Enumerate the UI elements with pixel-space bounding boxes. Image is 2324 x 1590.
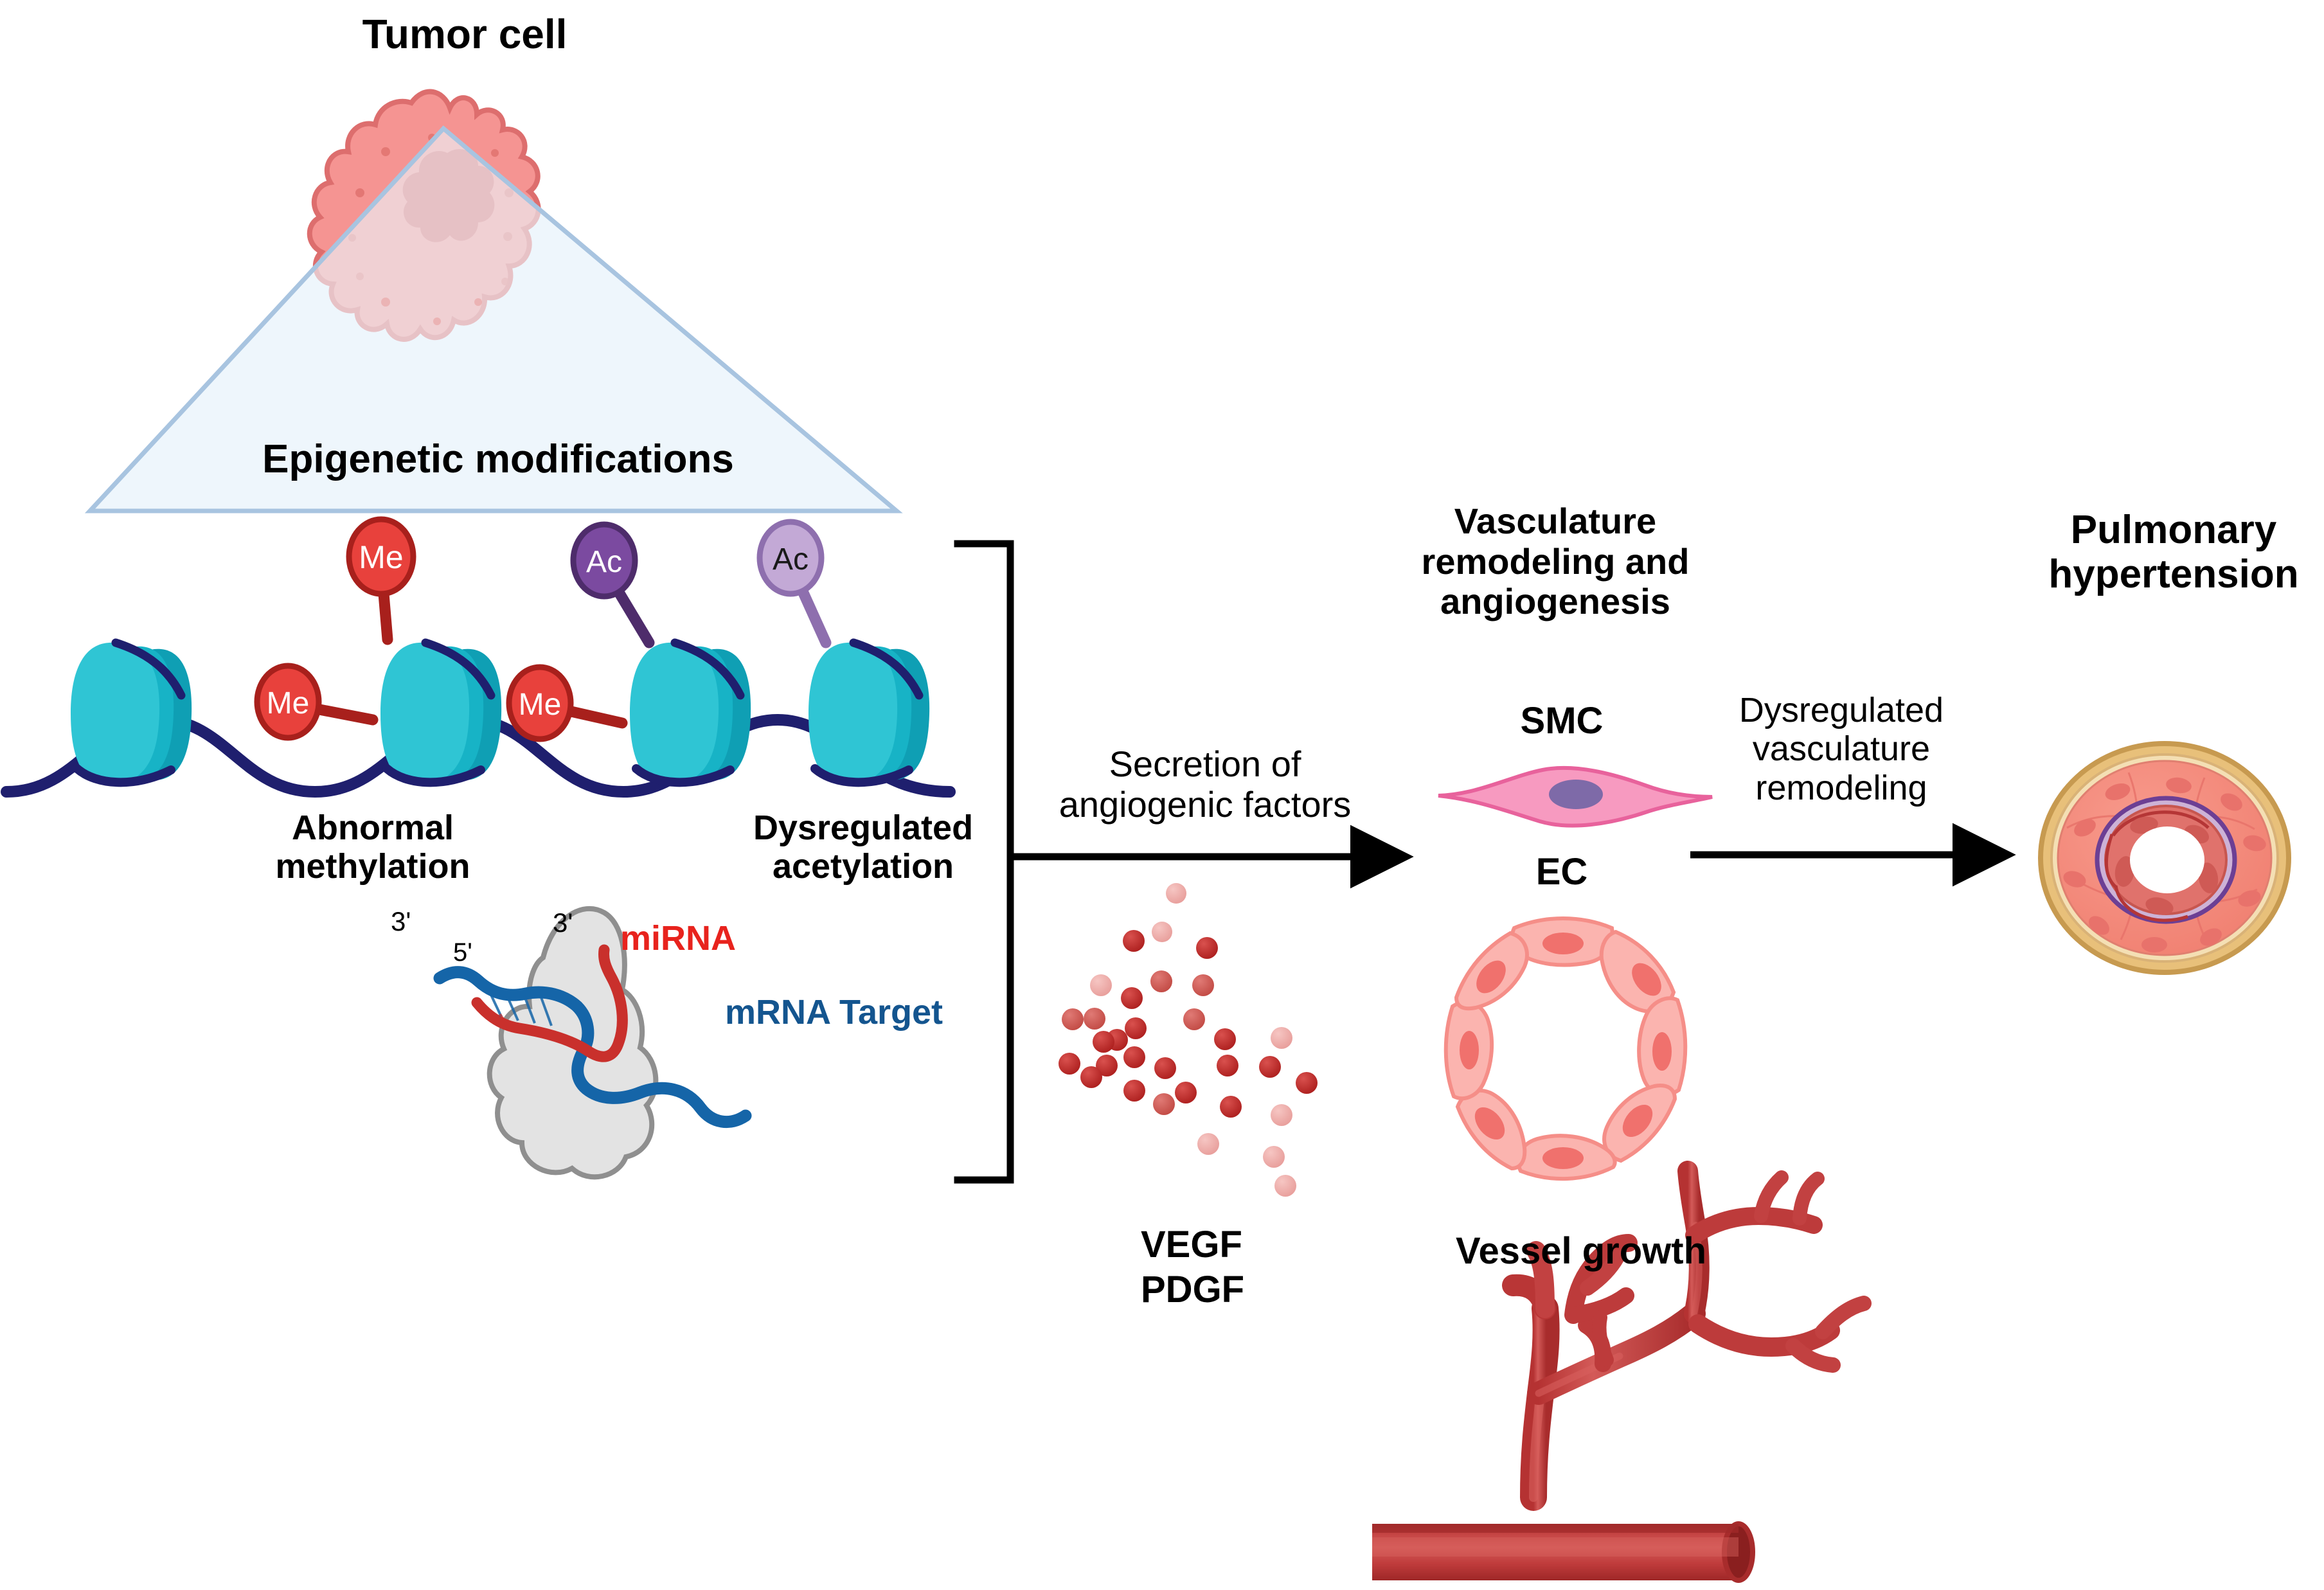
pdgf-label: PDGF bbox=[1141, 1269, 1245, 1310]
epigenetic-modifications-label: Epigenetic modifications bbox=[262, 437, 734, 481]
angiogenic-factor-dot bbox=[1214, 1028, 1236, 1050]
angiogenic-factor-dot bbox=[1090, 974, 1112, 996]
angiogenic-factor-dot bbox=[1271, 1027, 1292, 1049]
nucleosome-1 bbox=[71, 638, 192, 787]
grouping-bracket bbox=[954, 540, 1014, 1184]
ec-label: EC bbox=[1535, 851, 1588, 893]
mirna-risc-illustration bbox=[433, 906, 752, 1180]
pulmonary-vessel-cross-section bbox=[2038, 741, 2291, 975]
angiogenic-factor-dot bbox=[1152, 922, 1172, 942]
nucleosome-3 bbox=[630, 638, 751, 787]
angiogenic-factor-dot bbox=[1125, 1017, 1147, 1039]
angiogenic-factor-dot bbox=[1196, 937, 1218, 959]
endothelial-cell-ring-illustration bbox=[1444, 916, 1688, 1181]
five-prime-label: 5' bbox=[453, 938, 472, 967]
angiogenic-factor-dot bbox=[1150, 970, 1172, 992]
angiogenic-factor-dot bbox=[1296, 1072, 1318, 1094]
angiogenic-factor-dot bbox=[1123, 930, 1145, 952]
vasculature-remodeling-label: Vasculature remodeling and angiogenesis bbox=[1421, 501, 1690, 622]
angiogenic-factor-dot bbox=[1123, 1080, 1145, 1102]
svg-text:Me: Me bbox=[359, 539, 403, 575]
angiogenic-factor-dot bbox=[1263, 1146, 1285, 1168]
angiogenic-factor-dot bbox=[1062, 1008, 1084, 1030]
vegf-label: VEGF bbox=[1141, 1224, 1242, 1265]
angiogenic-factor-dot bbox=[1121, 987, 1143, 1009]
angiogenic-factor-dot bbox=[1093, 1031, 1114, 1053]
histone-mark-ac-2: Ac bbox=[756, 519, 832, 648]
angiogenic-factor-dot bbox=[1197, 1133, 1219, 1155]
angiogenic-factor-dot bbox=[1080, 1066, 1102, 1088]
secretion-arrow-label: Secretion of angiogenic factors bbox=[1059, 744, 1352, 825]
vessel-growth-label: Vessel growth bbox=[1455, 1230, 1707, 1272]
remodeling-arrow-label: Dysregulated vasculature remodeling bbox=[1739, 691, 1944, 807]
svg-text:Me: Me bbox=[267, 686, 310, 720]
angiogenic-factor-dot bbox=[1183, 1008, 1205, 1030]
histone-mark-me-1: Me bbox=[346, 516, 416, 645]
smooth-muscle-cell-illustration bbox=[1438, 765, 1713, 828]
svg-text:Ac: Ac bbox=[773, 542, 809, 576]
mrna-target-label: mRNA Target bbox=[725, 993, 943, 1032]
angiogenic-factor-dot bbox=[1123, 1046, 1145, 1068]
angiogenic-factor-dot bbox=[1220, 1096, 1242, 1118]
dysregulated-acetylation-label: Dysregulated acetylation bbox=[753, 808, 974, 886]
abnormal-methylation-label: Abnormal methylation bbox=[275, 808, 470, 886]
three-prime-right-label: 3' bbox=[553, 907, 573, 938]
histone-mark-me-3: Me bbox=[506, 664, 628, 742]
histone-mark-me-2: Me bbox=[254, 663, 379, 741]
angiogenic-factor-dot bbox=[1192, 974, 1214, 996]
three-prime-left-label: 3' bbox=[391, 906, 411, 936]
angiogenic-factor-dot bbox=[1084, 1008, 1105, 1030]
angiogenic-factor-dot bbox=[1166, 883, 1186, 904]
mirna-label: miRNA bbox=[620, 919, 737, 958]
nucleosome-2 bbox=[380, 638, 502, 787]
vessel-growth-illustration bbox=[1372, 1161, 1872, 1583]
angiogenic-factor-dot bbox=[1154, 1057, 1176, 1079]
svg-text:Me: Me bbox=[519, 688, 562, 722]
chromatin-illustration: Me Me Ac Me Ac bbox=[1, 516, 956, 798]
angiogenic-factor-dot bbox=[1153, 1093, 1175, 1115]
pulmonary-hypertension-label: Pulmonary hypertension bbox=[2048, 508, 2299, 597]
histone-mark-ac-1: Ac bbox=[570, 521, 655, 648]
svg-text:Ac: Ac bbox=[586, 545, 622, 579]
nucleosome-4 bbox=[809, 638, 930, 787]
angiogenic-factor-dot bbox=[1274, 1175, 1296, 1197]
angiogenic-factor-dots bbox=[1059, 883, 1318, 1197]
angiogenic-factor-dot bbox=[1175, 1082, 1197, 1103]
angiogenic-factor-dot bbox=[1059, 1053, 1080, 1075]
angiogenic-factor-dot bbox=[1271, 1104, 1292, 1126]
tumor-cell-label: Tumor cell bbox=[362, 11, 568, 57]
angiogenic-factor-dot bbox=[1217, 1055, 1238, 1076]
angiogenic-factor-dot bbox=[1096, 1055, 1118, 1076]
tumor-cell-illustration bbox=[84, 89, 903, 514]
smc-label: SMC bbox=[1520, 700, 1604, 742]
angiogenic-factor-dot bbox=[1259, 1056, 1281, 1078]
